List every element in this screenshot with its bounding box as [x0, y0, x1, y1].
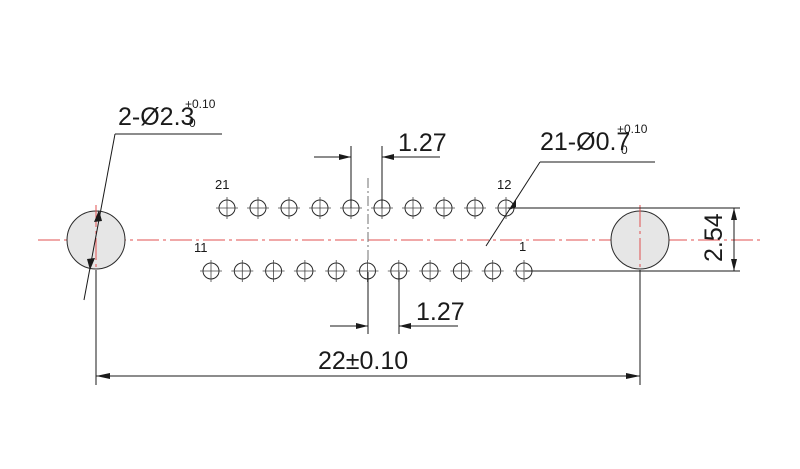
pin-callout-text: 21-Ø0.7: [540, 128, 630, 156]
pin-label-21: 21: [215, 177, 229, 192]
pin-callout: [485, 161, 655, 247]
top-row-pin: [247, 197, 269, 219]
overall-width-label: 22±0.10: [318, 347, 408, 375]
top-row-pin: [433, 197, 455, 219]
bottom-row-pin: [419, 260, 442, 282]
bottom-row-pin: [262, 260, 285, 282]
pin-row-bottom: [200, 260, 535, 282]
bottom-row-pin: [231, 260, 254, 282]
row-spacing-label: 2.54: [700, 213, 728, 262]
top-row-pin: [309, 197, 331, 219]
mount-hole-callout: [83, 133, 222, 301]
mount-callout-lower-tol: 0: [189, 116, 196, 130]
pin-callout-lower-tol: 0: [621, 143, 628, 157]
pin-row-top: [216, 197, 517, 219]
top-row-pin: [464, 197, 486, 219]
pin-callout-upper-tol: +0.10: [617, 122, 648, 136]
top-row-pin: [278, 197, 300, 219]
bottom-row-pin: [450, 260, 473, 282]
mount-callout-upper-tol: +0.10: [185, 97, 216, 111]
top-row-pin: [216, 197, 238, 219]
pin-label-11: 11: [194, 240, 208, 255]
overall-width-dimension: [95, 270, 641, 385]
bottom-row-pin: [293, 260, 316, 282]
pitch-bottom-label: 1.27: [416, 298, 465, 326]
pitch-dimension-bottom: [330, 272, 458, 334]
bottom-row-pin: [200, 260, 222, 282]
mounting-hole-left: [66, 205, 126, 275]
row-spacing-dimension: [508, 207, 740, 272]
pin-label-12: 12: [497, 177, 511, 192]
mounting-hole-right: [610, 205, 670, 275]
mount-callout-text: 2-Ø2.3: [118, 103, 194, 131]
pitch-top-label: 1.27: [398, 129, 447, 157]
top-row-pin: [402, 197, 424, 219]
bottom-row-pin: [325, 260, 348, 282]
bottom-row-pin: [481, 260, 504, 282]
pin-label-1: 1: [519, 239, 526, 254]
pitch-dimension-top: [314, 146, 440, 208]
